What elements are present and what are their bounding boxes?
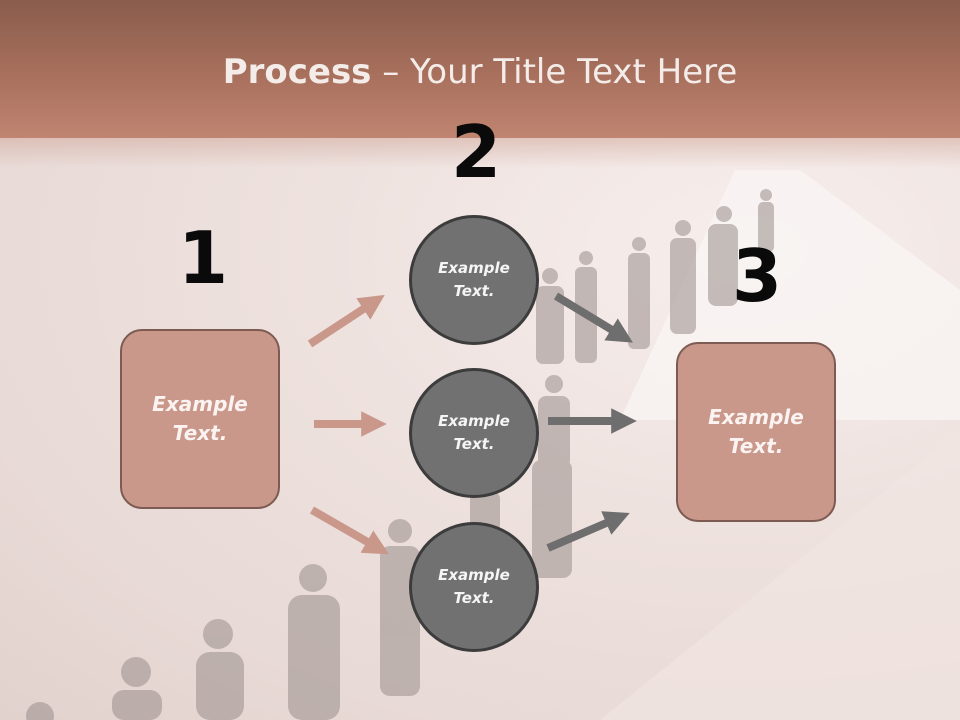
circle-middle-text: Example Text.: [438, 412, 510, 453]
step-2-circle-middle: Example Text.: [409, 368, 539, 498]
step-number-2: 2: [451, 110, 502, 194]
slide-title: Process – Your Title Text Here: [0, 52, 960, 92]
step-3-box-text: Example Text.: [708, 405, 804, 458]
step-number-3: 3: [732, 234, 783, 318]
step-3-box: Example Text.: [676, 342, 836, 522]
header-band: [0, 0, 960, 138]
arrow-bottom-to-3: [546, 511, 630, 552]
step-2-circle-bottom: Example Text.: [409, 522, 539, 652]
step-1-box: Example Text.: [120, 329, 280, 509]
arrow-1-to-bottom: [310, 506, 390, 555]
arrow-1-to-top: [307, 294, 385, 348]
circle-bottom-text: Example Text.: [438, 566, 510, 607]
circle-top-text: Example Text.: [438, 259, 510, 300]
title-bold: Process: [222, 52, 372, 92]
header-fade: [0, 138, 960, 168]
title-rest: – Your Title Text Here: [371, 52, 738, 92]
step-2-circle-top: Example Text.: [409, 215, 539, 345]
arrow-top-to-3: [553, 292, 633, 343]
step-number-1: 1: [178, 216, 229, 300]
step-1-box-text: Example Text.: [152, 392, 248, 445]
